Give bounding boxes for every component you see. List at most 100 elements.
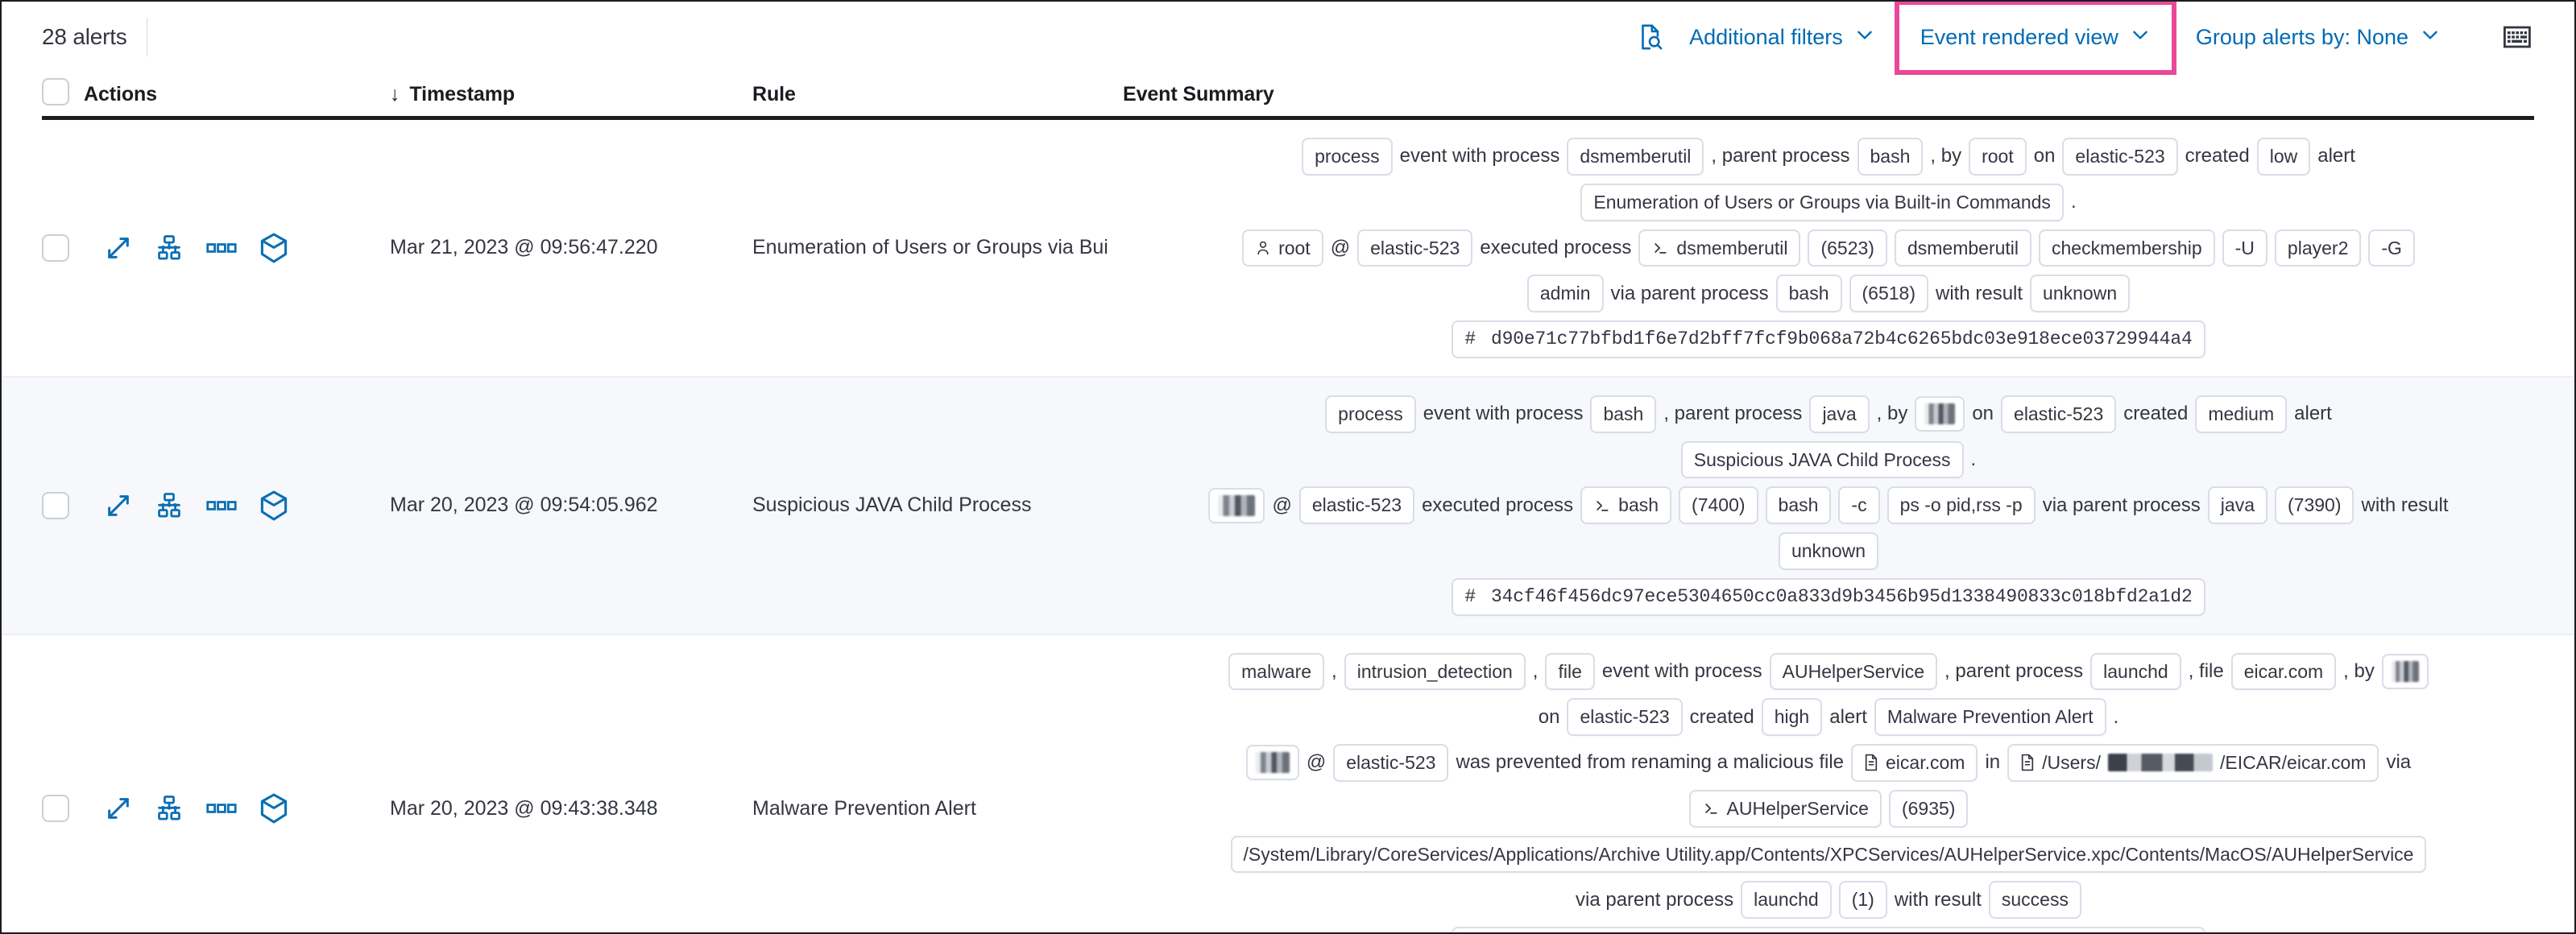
row-select-checkbox[interactable] xyxy=(42,795,69,823)
summary-chip[interactable]: (6935) xyxy=(1888,789,1969,828)
summary-chip[interactable]: (7400) xyxy=(1679,486,1758,524)
summary-chip[interactable]: bash xyxy=(1857,138,1924,176)
summary-chip[interactable]: (1) xyxy=(1838,881,1887,919)
summary-chip[interactable]: process xyxy=(1325,395,1416,433)
analyze-event-icon[interactable] xyxy=(155,795,184,822)
header-timestamp-cell[interactable]: ↓ Timestamp xyxy=(390,83,752,106)
more-actions-icon[interactable] xyxy=(206,498,237,513)
summary-chip[interactable]: success xyxy=(1988,881,2081,919)
additional-filters-button[interactable]: Additional filters xyxy=(1675,16,1890,59)
redacted-user-chip[interactable] xyxy=(1915,396,1965,432)
summary-chip[interactable]: AUHelperService xyxy=(1769,652,1938,691)
summary-chip[interactable]: -U xyxy=(2222,229,2267,267)
summary-chip[interactable]: file xyxy=(1545,652,1595,691)
row-rule-name[interactable]: Malware Prevention Alert xyxy=(752,796,976,820)
event-hash-chip[interactable]: #34cf46f456dc97ece5304650cc0a833d9b3456b… xyxy=(1452,577,2205,616)
summary-chip[interactable]: elastic-523 xyxy=(1567,698,1683,736)
summary-text: via parent process xyxy=(1576,888,1734,911)
summary-chip[interactable]: (6523) xyxy=(1808,229,1887,267)
sort-arrow-icon: ↓ xyxy=(390,82,400,105)
expand-icon[interactable] xyxy=(105,795,132,822)
summary-chip[interactable]: -c xyxy=(1838,486,1880,524)
summary-chip[interactable]: elastic-523 xyxy=(2062,138,2178,176)
summary-chip[interactable]: java xyxy=(1809,395,1870,433)
event-rendered-view-button[interactable]: Event rendered view xyxy=(1906,16,2165,59)
row-rule-name[interactable]: Enumeration of Users or Groups via Bui xyxy=(752,236,1108,259)
summary-chip[interactable]: elastic-523 xyxy=(2001,395,2117,433)
summary-chip[interactable]: elastic-523 xyxy=(1333,744,1449,782)
summary-chip[interactable]: dsmemberutil xyxy=(1567,138,1704,176)
session-view-icon[interactable] xyxy=(259,490,288,521)
summary-chip[interactable]: malware xyxy=(1228,652,1325,691)
summary-chip[interactable]: medium xyxy=(2195,395,2288,433)
summary-chip[interactable]: Suspicious JAVA Child Process xyxy=(1680,440,1964,479)
chip-label: /System/Library/CoreServices/Application… xyxy=(1243,843,2414,865)
summary-chip[interactable]: player2 xyxy=(2274,229,2362,267)
event-hash-chip[interactable]: #275a021bbfb6489e54d471899f7db9d1663fc69… xyxy=(1452,927,2205,932)
summary-chip[interactable]: launchd xyxy=(1741,881,1832,919)
summary-chip[interactable]: unknown xyxy=(1778,532,1879,570)
summary-chip[interactable]: launchd xyxy=(2090,652,2181,691)
file-path-chip[interactable]: /Users//EICAR/eicar.com xyxy=(2007,744,2379,782)
summary-chip[interactable]: -G xyxy=(2368,229,2415,267)
row-select-checkbox[interactable] xyxy=(42,234,69,262)
analyze-event-icon[interactable] xyxy=(155,234,184,262)
summary-chip[interactable]: AUHelperService xyxy=(1688,789,1882,828)
session-view-icon[interactable] xyxy=(259,793,288,824)
chip-label: admin xyxy=(1539,283,1591,304)
row-select-checkbox[interactable] xyxy=(42,491,69,519)
redacted-user-chip[interactable] xyxy=(2381,653,2429,689)
summary-chip[interactable]: admin xyxy=(1526,275,1604,312)
summary-chip[interactable]: Malware Prevention Alert xyxy=(1874,698,2106,736)
header-event-summary[interactable]: Event Summary xyxy=(1123,82,1274,105)
chip-label: elastic-523 xyxy=(1370,237,1460,258)
summary-chip[interactable]: ps -o pid,rss -p xyxy=(1886,486,2036,524)
summary-chip[interactable]: (6518) xyxy=(1849,275,1928,312)
summary-chip[interactable]: /System/Library/CoreServices/Application… xyxy=(1230,835,2427,874)
summary-chip[interactable]: low xyxy=(2256,138,2311,176)
session-view-icon[interactable] xyxy=(259,233,288,263)
summary-chip[interactable]: root xyxy=(1242,229,1323,267)
summary-chip[interactable]: intrusion_detection xyxy=(1344,652,1526,691)
summary-chip[interactable]: eicar.com xyxy=(2230,652,2337,691)
keyboard-icon[interactable] xyxy=(2492,19,2542,55)
analyze-event-icon[interactable] xyxy=(155,492,184,519)
summary-chip[interactable]: bash xyxy=(1765,486,1832,524)
more-actions-icon[interactable] xyxy=(206,241,237,255)
summary-chip[interactable]: eicar.com xyxy=(1851,744,1978,782)
event-hash-chip[interactable]: #d90e71c77bfbd1f6e7d2bff7fcf9b068a72b4c6… xyxy=(1452,320,2205,358)
more-actions-icon[interactable] xyxy=(206,801,237,816)
summary-chip[interactable]: unknown xyxy=(2030,275,2131,312)
summary-text: , parent process xyxy=(1944,659,2084,682)
summary-chip[interactable]: dsmemberutil xyxy=(1894,229,2031,267)
summary-chip[interactable]: bash xyxy=(1580,486,1672,524)
summary-chip[interactable]: bash xyxy=(1775,275,1842,312)
redacted-user-chip[interactable] xyxy=(1208,487,1265,523)
summary-chip[interactable]: java xyxy=(2207,486,2267,524)
summary-chip[interactable]: bash xyxy=(1590,395,1657,433)
summary-chip[interactable]: dsmemberutil xyxy=(1638,229,1801,267)
summary-chip[interactable]: root xyxy=(1969,138,2027,176)
redacted-user-chip[interactable] xyxy=(1245,745,1299,781)
summary-line: unknown xyxy=(1778,532,1879,570)
expand-icon[interactable] xyxy=(105,234,132,262)
summary-chip[interactable]: (7390) xyxy=(2275,486,2354,524)
summary-chip[interactable]: high xyxy=(1761,698,1823,736)
redacted-value xyxy=(2391,660,2419,682)
header-rule[interactable]: Rule xyxy=(752,82,796,105)
inspect-document-icon[interactable] xyxy=(1625,17,1675,57)
summary-chip[interactable]: checkmembership xyxy=(2039,229,2215,267)
chip-label: process xyxy=(1315,146,1380,167)
chip-label: high xyxy=(1774,706,1810,728)
select-all-checkbox[interactable] xyxy=(42,77,69,105)
expand-icon[interactable] xyxy=(105,492,132,519)
summary-chip[interactable]: Enumeration of Users or Groups via Built… xyxy=(1580,183,2064,221)
group-alerts-by-button[interactable]: Group alerts by: None xyxy=(2181,16,2455,59)
summary-chip[interactable]: elastic-523 xyxy=(1298,486,1415,524)
row-rule-name[interactable]: Suspicious JAVA Child Process xyxy=(752,494,1032,517)
summary-chip[interactable]: process xyxy=(1302,138,1393,176)
summary-chip[interactable]: elastic-523 xyxy=(1357,229,1473,267)
